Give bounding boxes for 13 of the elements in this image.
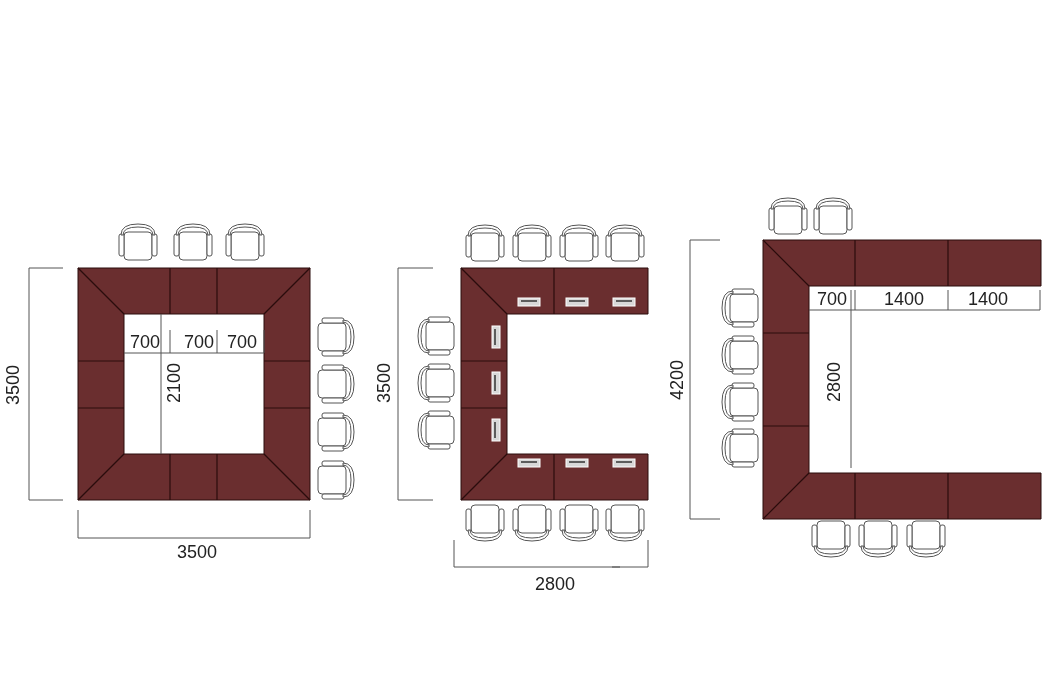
dimension-label: 3500 bbox=[177, 543, 217, 561]
dimension-label: 2800 bbox=[535, 575, 575, 593]
dimension-label: 700 bbox=[227, 333, 257, 351]
dimension-label: 2100 bbox=[165, 363, 183, 403]
dimension-label: 700 bbox=[817, 290, 847, 308]
dimension-label: 1400 bbox=[968, 290, 1008, 308]
dimension-label: 3500 bbox=[375, 363, 393, 403]
dimension-label: 3500 bbox=[4, 365, 22, 405]
dimension-label: 1400 bbox=[884, 290, 924, 308]
dimension-label: 700 bbox=[184, 333, 214, 351]
dimension-label: 4200 bbox=[668, 360, 686, 400]
dimension-label: 2800 bbox=[825, 362, 843, 402]
dimension-label: 700 bbox=[130, 333, 160, 351]
